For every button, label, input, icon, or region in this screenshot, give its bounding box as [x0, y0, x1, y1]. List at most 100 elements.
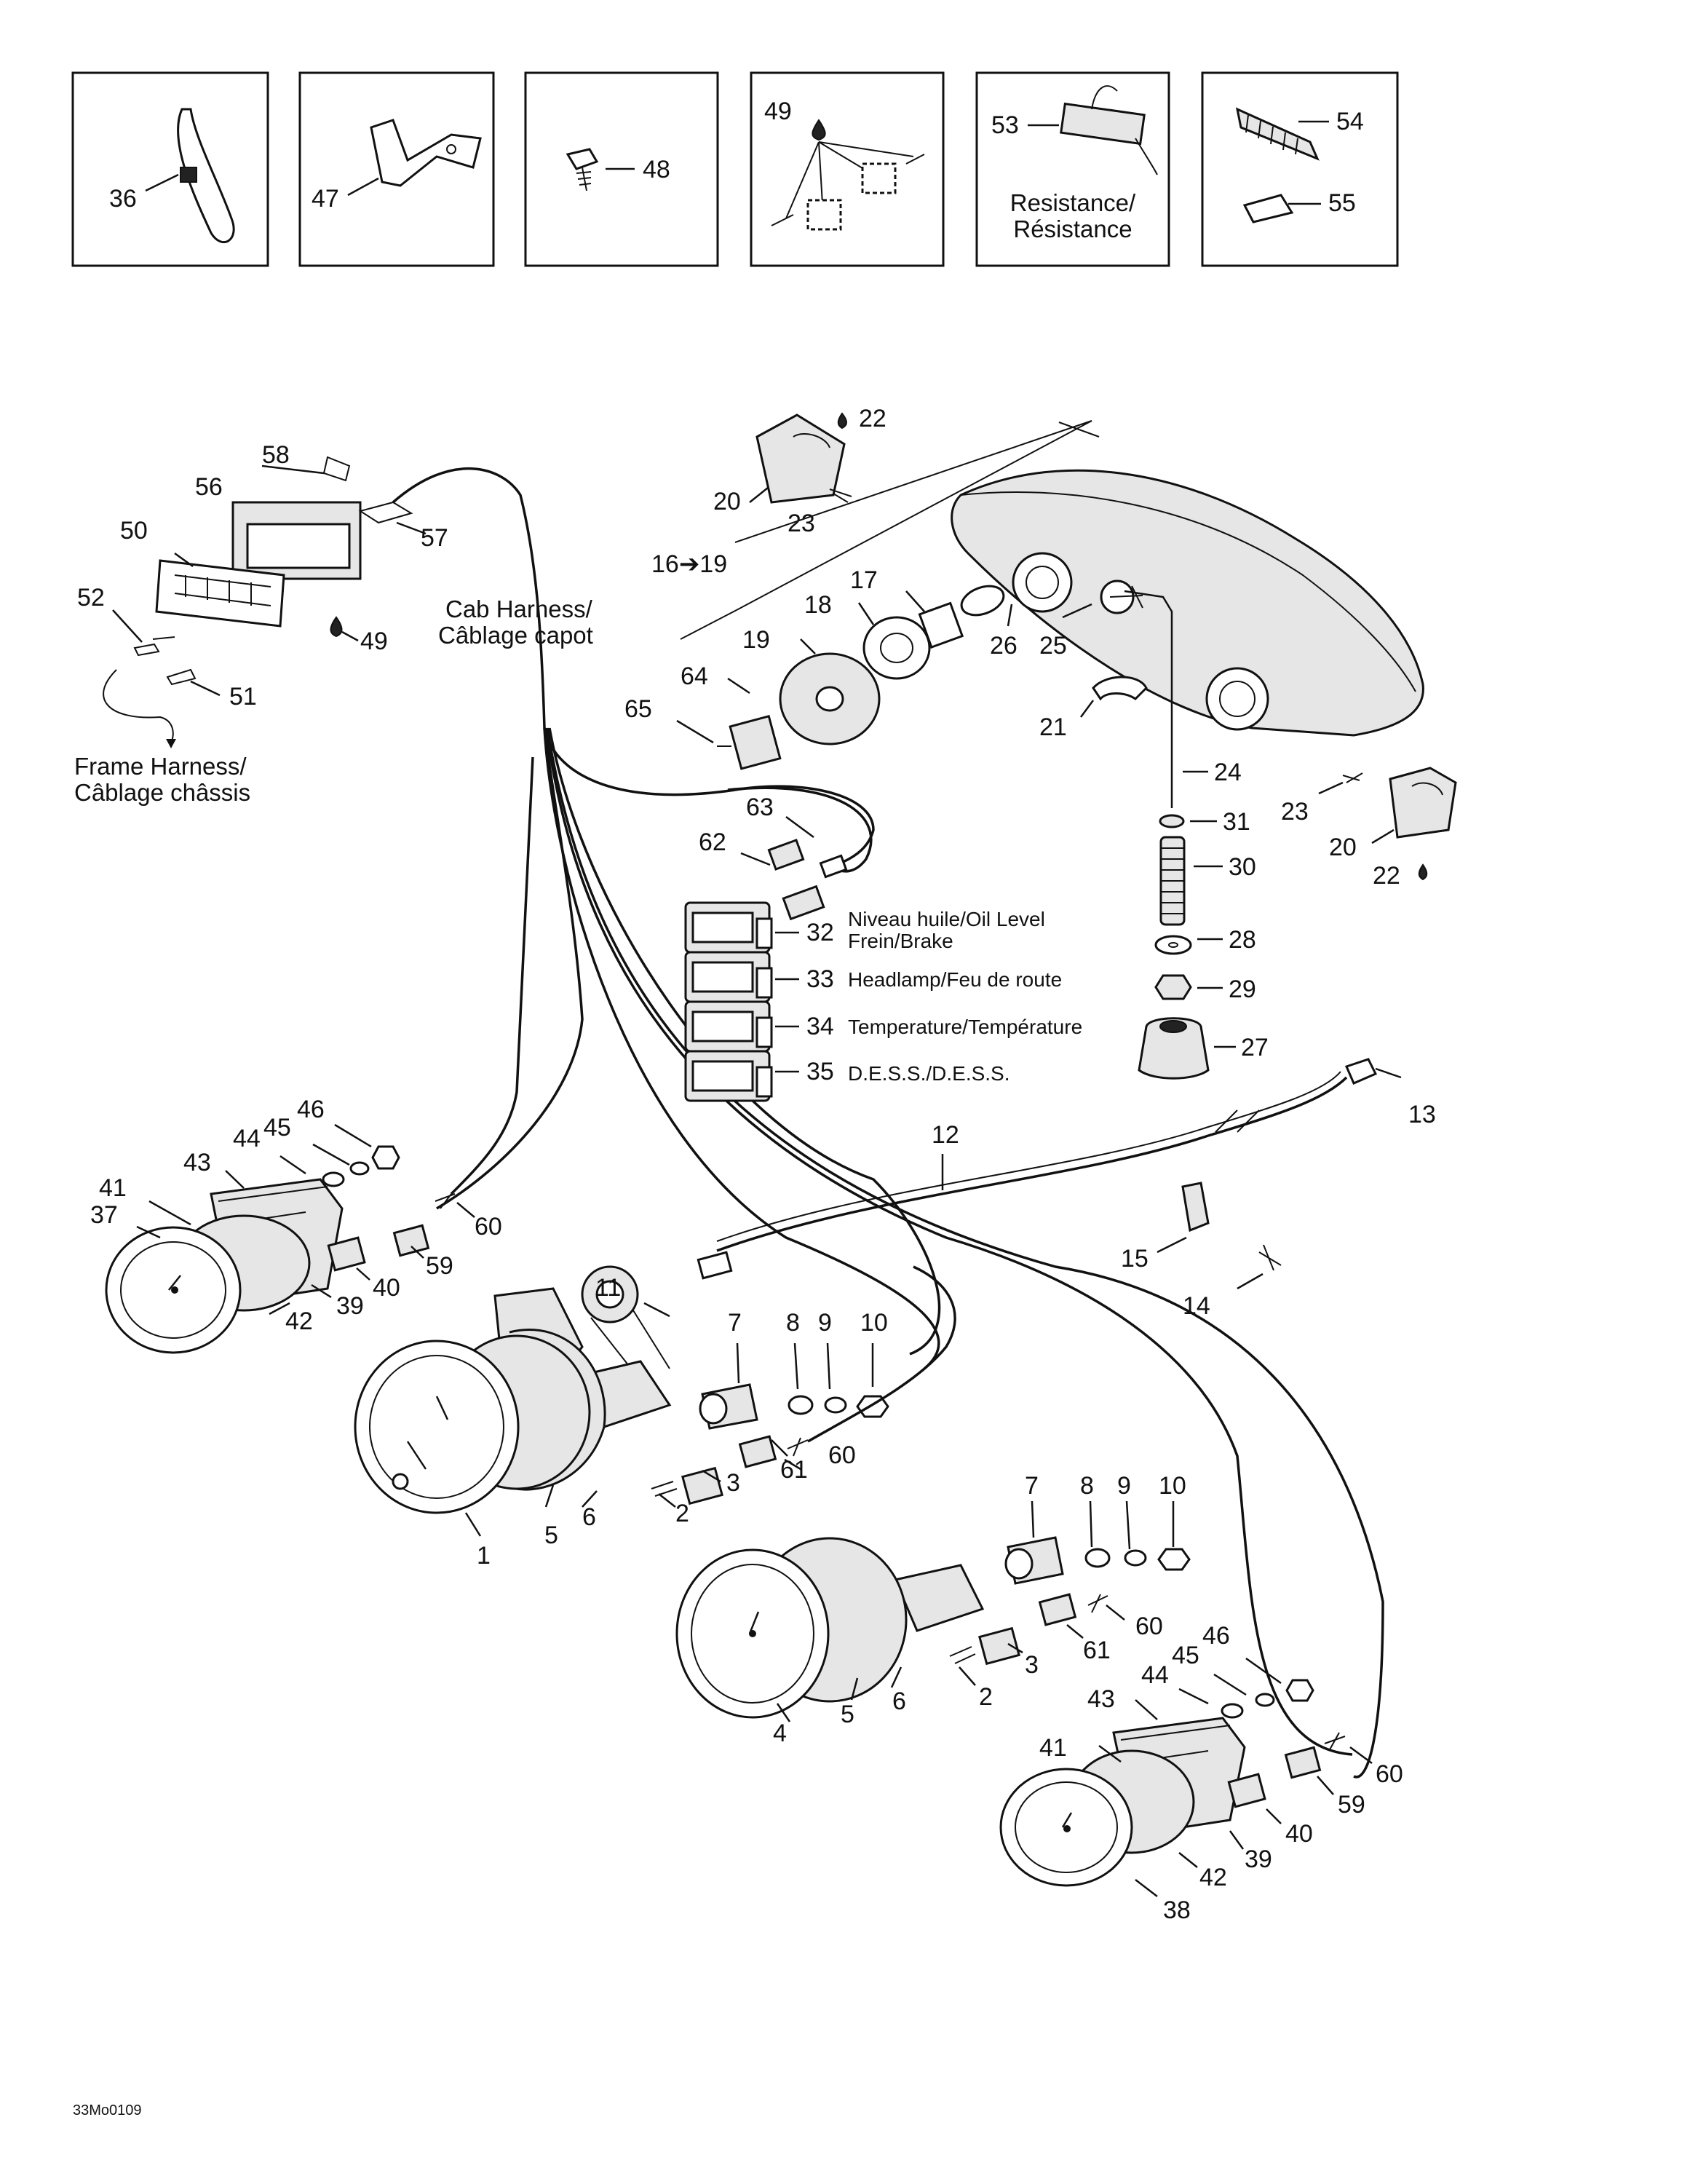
- gauge-4-assembly: 7 8 9 10 60 61 3 2 6 5 4: [675, 1472, 1191, 1747]
- detail-box-48: 48: [524, 71, 719, 267]
- callout-41-left: 41: [99, 1174, 127, 1202]
- callout-58: 58: [262, 441, 290, 469]
- cab-harness-label-2: Câblage capot: [438, 622, 593, 649]
- callout-22-top: 22: [859, 405, 886, 432]
- callout-64: 64: [681, 662, 708, 690]
- callout-13: 13: [1408, 1101, 1436, 1128]
- callout-7-top: 7: [728, 1309, 742, 1337]
- callout-40-left: 40: [373, 1274, 400, 1302]
- callout-8-top: 8: [786, 1309, 800, 1337]
- callout-4: 4: [773, 1720, 787, 1747]
- callout-45-left: 45: [263, 1114, 291, 1142]
- indicator-35: [684, 1050, 773, 1102]
- callout-20-top: 20: [713, 488, 741, 515]
- callout-47: 47: [312, 185, 339, 213]
- diagram-code: 33Mo0109: [73, 2102, 142, 2118]
- callout-25: 25: [1039, 632, 1067, 660]
- callout-27: 27: [1241, 1034, 1269, 1061]
- callout-52: 52: [77, 584, 105, 612]
- callout-43-left: 43: [183, 1149, 211, 1176]
- callout-31: 31: [1223, 808, 1250, 836]
- callout-10-top: 10: [860, 1309, 888, 1337]
- indicator-33: [684, 951, 773, 1003]
- adjuster-stack: 24 31 30 28 29 27: [1124, 590, 1269, 1080]
- callout-32: 32: [806, 919, 834, 946]
- callout-65: 65: [624, 695, 652, 723]
- clip-15: [1181, 1182, 1210, 1233]
- callout-42-right: 42: [1199, 1864, 1227, 1891]
- callout-53: 53: [991, 111, 1019, 139]
- detail-box-54-55: 54 55: [1201, 71, 1399, 267]
- headlamp-assembly: 16➔19: [651, 420, 1424, 737]
- label-32-line1: Niveau huile/Oil Level: [848, 908, 1045, 930]
- callout-24: 24: [1214, 759, 1242, 786]
- callout-33: 33: [806, 965, 834, 993]
- grease-drop-icon: [812, 119, 826, 141]
- clamp-21: [1092, 676, 1148, 701]
- retaining-ring-18: [862, 616, 931, 680]
- tape-icon: [1242, 194, 1294, 223]
- callout-2-bottom: 2: [979, 1683, 993, 1711]
- callout-36: 36: [109, 185, 137, 213]
- callout-62: 62: [699, 828, 726, 856]
- callout-42-left: 42: [285, 1307, 313, 1335]
- callout-19: 19: [742, 626, 770, 654]
- callout-43-right: 43: [1087, 1685, 1115, 1713]
- callout-60-lower-right: 60: [1376, 1760, 1403, 1788]
- socket-64: [729, 714, 782, 770]
- callout-7-bottom: 7: [1025, 1472, 1039, 1500]
- callout-60-mid: 60: [828, 1441, 856, 1469]
- callout-38: 38: [1163, 1896, 1191, 1924]
- headlamp-bulb-parts: 17 18 19 64 65 26 25 21: [624, 566, 1148, 770]
- callout-3-bottom: 3: [1025, 1651, 1039, 1679]
- callout-29: 29: [1229, 976, 1256, 1003]
- speedometer-cable: 13 12 15 14: [716, 1058, 1436, 1320]
- headlamp-housing: [951, 469, 1424, 737]
- label-34: Temperature/Température: [848, 1016, 1082, 1038]
- bracket-icon: [370, 119, 482, 187]
- callout-61-bottom: 61: [1083, 1637, 1111, 1664]
- cable-tie-icon: [177, 108, 235, 243]
- label-35: D.E.S.S./D.E.S.S.: [848, 1062, 1010, 1085]
- screw-icon: [566, 148, 599, 191]
- callout-6-top: 6: [582, 1503, 596, 1531]
- callout-61-top: 61: [780, 1456, 808, 1484]
- callout-37: 37: [90, 1201, 118, 1229]
- callout-50: 50: [120, 517, 148, 545]
- indicator-lights: 62 63 32 33 34 35 Niveau huile/: [684, 786, 1082, 1102]
- callout-11: 11: [595, 1274, 621, 1302]
- gauge-37-assembly: 43 44 45 46 41 37 42 39 40 59 60: [90, 756, 534, 1354]
- callout-1: 1: [477, 1542, 491, 1570]
- detail-box-53: 53 Resistance/ Résistance: [975, 71, 1170, 267]
- cab-harness-wires: Cab Harness/ Câblage capot: [392, 467, 1384, 1779]
- callout-12: 12: [932, 1121, 959, 1149]
- detail-box-47: 47: [298, 71, 495, 267]
- callout-63: 63: [746, 794, 774, 821]
- callout-20-right: 20: [1329, 834, 1357, 861]
- callout-55: 55: [1328, 189, 1356, 217]
- detail-box-36: 36: [71, 71, 269, 267]
- callout-59-left: 59: [426, 1252, 453, 1280]
- callout-45-right: 45: [1172, 1642, 1199, 1669]
- callout-10-bottom: 10: [1159, 1472, 1186, 1500]
- callout-35: 35: [806, 1058, 834, 1085]
- callout-48: 48: [643, 156, 670, 183]
- callout-46-right: 46: [1202, 1622, 1230, 1650]
- callout-46-left: 46: [297, 1096, 325, 1123]
- callout-9-bottom: 9: [1117, 1472, 1131, 1500]
- callout-23-right: 23: [1281, 798, 1309, 826]
- callout-44-left: 44: [233, 1125, 261, 1152]
- spiral-wrap-icon: [1235, 107, 1320, 161]
- callout-2-top: 2: [675, 1500, 689, 1527]
- callout-59-right: 59: [1338, 1791, 1365, 1819]
- resistor-icon: [1060, 102, 1146, 146]
- callout-39-left: 39: [336, 1292, 364, 1320]
- bracket-20-right: 23 20 22: [1281, 767, 1457, 890]
- callout-49-top: 49: [764, 98, 792, 125]
- callout-34: 34: [806, 1013, 834, 1040]
- gauge-1-assembly: 11 7 8 9 10 60 61 3 2 6 5 1: [354, 1251, 956, 1570]
- callout-44-right: 44: [1141, 1661, 1169, 1689]
- callout-23-top: 23: [788, 510, 815, 537]
- callout-54: 54: [1336, 108, 1364, 135]
